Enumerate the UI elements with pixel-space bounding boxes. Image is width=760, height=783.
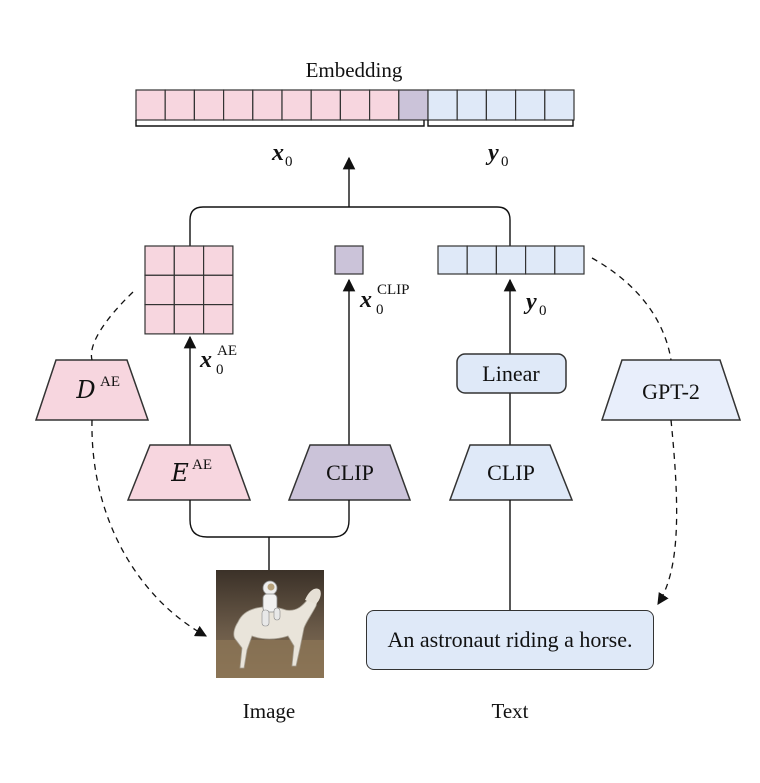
x0-label: x 0: [271, 140, 293, 170]
ae-grid-cell: [173, 245, 205, 276]
dashed-gpt2-to-text: [657, 419, 678, 605]
text-caption-box: An astronaut riding a horse.: [366, 610, 654, 670]
ae-grid-cell: [203, 245, 234, 276]
embedding-x-cell: [223, 89, 254, 121]
y0-cell: [437, 245, 468, 275]
ae-grid-cell: [144, 245, 175, 276]
text-caption: An astronaut riding a horse.: [387, 627, 633, 652]
image-label: Image: [243, 699, 295, 723]
svg-text:x: x: [271, 140, 284, 166]
embedding-y-cell: [544, 89, 575, 121]
x0-ae-label: x AE 0: [199, 343, 237, 378]
svg-text:GPT-2: GPT-2: [642, 379, 700, 404]
dashed-y0-to-gpt2: [591, 257, 672, 361]
svg-text:y: y: [485, 140, 499, 166]
linear-block: Linear: [456, 353, 567, 394]
svg-text:0: 0: [376, 302, 384, 318]
svg-text:0: 0: [539, 303, 547, 319]
image-clip-block: CLIP: [287, 444, 412, 501]
svg-text:AE: AE: [100, 374, 120, 390]
clip-latent-cell: [334, 245, 364, 275]
svg-text:0: 0: [216, 362, 224, 378]
x0-brace: [135, 120, 425, 127]
embedding-clip-cell: [398, 89, 429, 121]
y0-cell: [466, 245, 498, 275]
ae-grid-cell: [173, 304, 205, 335]
svg-text:0: 0: [501, 154, 509, 170]
svg-text:CLIP: CLIP: [377, 282, 410, 298]
embedding-vector: [135, 89, 575, 121]
ae-grid-cell: [144, 304, 175, 335]
image-split-bracket: [189, 500, 350, 538]
svg-text:0: 0: [285, 154, 293, 170]
embedding-x-cell: [339, 89, 371, 121]
embedding-y-cell: [514, 89, 546, 121]
embedding-x-cell: [369, 89, 400, 121]
y0-cell: [524, 245, 556, 275]
astronaut-horse-image: [216, 570, 324, 678]
embedding-y-cell: [427, 89, 458, 121]
embedding-x-cell: [310, 89, 342, 121]
svg-text:E: E: [170, 459, 189, 487]
embedding-x-cell: [252, 89, 283, 121]
y0-side-label: y 0: [523, 289, 547, 319]
y0-brace: [427, 120, 574, 127]
merge-bracket: [189, 206, 511, 246]
ae-grid-cell: [203, 274, 234, 306]
svg-text:D: D: [75, 376, 95, 404]
x0-clip-label: x CLIP 0: [359, 282, 410, 318]
embedding-x-cell: [135, 89, 166, 121]
y0-vector: [437, 245, 585, 275]
svg-text:y: y: [523, 289, 537, 315]
svg-text:Linear: Linear: [482, 361, 540, 386]
encoder-ae-block: E AE: [126, 444, 252, 501]
y0-cell: [495, 245, 527, 275]
svg-text:AE: AE: [192, 457, 212, 473]
ae-grid-cell: [173, 274, 205, 306]
y0-cell: [554, 245, 585, 275]
ae-latent-grid: [144, 245, 234, 335]
ae-grid-cell: [144, 274, 175, 306]
y0-label: y 0: [485, 140, 509, 170]
embedding-y-cell: [485, 89, 517, 121]
embedding-y-cell: [456, 89, 488, 121]
text-label: Text: [491, 699, 528, 723]
svg-text:CLIP: CLIP: [326, 460, 374, 485]
gpt2-block: GPT-2: [600, 359, 742, 421]
embedding-x-cell: [164, 89, 195, 121]
svg-text:x: x: [359, 287, 372, 313]
svg-text:x: x: [199, 347, 212, 373]
dashed-grid-to-decoder: [90, 291, 134, 361]
svg-text:CLIP: CLIP: [487, 460, 535, 485]
embedding-x-cell: [193, 89, 225, 121]
dashed-decoder-to-image: [91, 419, 208, 637]
decoder-ae-block: D AE: [34, 359, 150, 421]
ae-grid-cell: [203, 304, 234, 335]
text-clip-block: CLIP: [448, 444, 574, 501]
svg-text:AE: AE: [217, 343, 237, 359]
embedding-x-cell: [281, 89, 312, 121]
embedding-title: Embedding: [306, 58, 403, 82]
